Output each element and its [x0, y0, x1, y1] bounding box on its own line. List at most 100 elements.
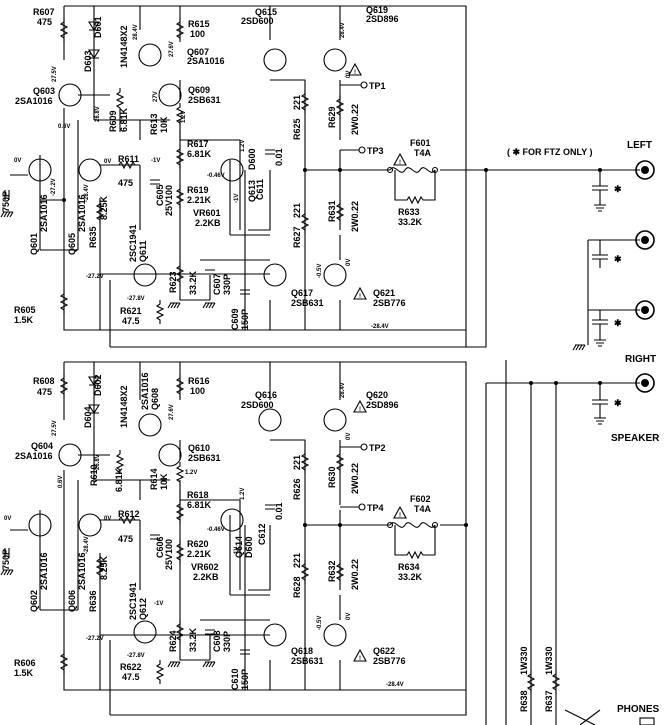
- c611-value: 0.01: [274, 148, 284, 166]
- label-right: RIGHT: [625, 354, 656, 365]
- c610-name: C610: [230, 668, 240, 690]
- r634-name: R634: [398, 562, 420, 572]
- f601-value: T4A: [414, 148, 432, 158]
- r635-name: R635: [88, 226, 98, 248]
- r632-name: R632: [327, 560, 337, 582]
- q619-type: 2SD896: [366, 14, 399, 24]
- r624-value: 33.2K: [188, 627, 198, 652]
- svg-text:-1V: -1V: [154, 601, 163, 607]
- svg-text:-27.2V: -27.2V: [86, 274, 104, 280]
- r608-name: R608: [33, 376, 55, 386]
- q601-name: Q601: [29, 233, 39, 255]
- q622-type: 2SB776: [373, 656, 406, 666]
- r618-value: 6.81K: [187, 500, 212, 510]
- r619-name: R619: [187, 185, 209, 195]
- vr602-name: VR602: [191, 562, 219, 572]
- r612-value: 475: [118, 534, 133, 544]
- r616-value: 100: [190, 386, 205, 396]
- f602-name: F602: [410, 494, 431, 504]
- svg-text:28.4V: 28.4V: [133, 24, 139, 40]
- d600-top: D600: [247, 148, 257, 170]
- r615-value: 100: [190, 29, 205, 39]
- d602: D602: [93, 374, 103, 396]
- c609-name: C609: [230, 308, 240, 330]
- r633-name: R633: [398, 207, 420, 217]
- svg-text:-28.4V: -28.4V: [84, 184, 90, 202]
- q602-type: 2SA1016: [39, 552, 49, 590]
- r636-value: 8.25K: [99, 555, 109, 580]
- bottom-labels: R608 475 D602 D604 1N4148X2 2SA1016 Q608…: [1, 372, 554, 712]
- label-tp2: TP2: [369, 443, 386, 453]
- svg-text:-1V: -1V: [151, 158, 160, 164]
- svg-text:-27.8V: -27.8V: [127, 296, 145, 302]
- q620-name: Q620: [366, 390, 388, 400]
- r627-value: 221: [292, 203, 302, 218]
- c607-value: 330P: [222, 274, 232, 295]
- c611-name: C611: [255, 179, 265, 200]
- c-in-bottom: 750P: [1, 549, 11, 570]
- r630-name: R630: [327, 466, 337, 488]
- jack-left[interactable]: [635, 160, 655, 180]
- c607-name: C607: [212, 273, 222, 295]
- vr601-name: VR601: [193, 208, 221, 218]
- svg-text:0V: 0V: [346, 259, 352, 266]
- svg-text:!: !: [359, 294, 361, 300]
- r636-name: R636: [88, 590, 98, 612]
- q604-type: 2SA1016: [15, 451, 53, 461]
- r614-name: R614: [149, 468, 159, 490]
- q616-name: Q616: [255, 390, 277, 400]
- c608-value: 330P: [222, 631, 232, 652]
- r630-value: 2W0.22: [350, 463, 360, 494]
- svg-text:-28.4V: -28.4V: [371, 324, 389, 330]
- f601-name: F601: [410, 138, 431, 148]
- r612-name: R612: [118, 509, 140, 519]
- r608-value: 475: [37, 387, 52, 397]
- jack-right-1[interactable]: [635, 230, 655, 250]
- q607-type: 2SA1016: [187, 56, 225, 66]
- svg-text:-0.46V: -0.46V: [207, 173, 225, 179]
- svg-text:-1V: -1V: [234, 547, 240, 556]
- r622-value: 47.5: [122, 672, 140, 682]
- svg-text:-27.2V: -27.2V: [51, 178, 57, 196]
- q606-type: 2SA1016: [77, 552, 87, 590]
- r611-name: R611: [118, 154, 139, 164]
- junction-dots: [62, 168, 602, 527]
- ftz-mark-4: ✱: [614, 398, 622, 408]
- r624-name: R624: [168, 630, 178, 652]
- q613: Q613: [247, 180, 257, 202]
- svg-text:1.2V: 1.2V: [181, 111, 187, 123]
- bottom-transistors: [28, 408, 347, 647]
- r614-value: 10K: [159, 473, 169, 490]
- top-labels: R607 475 D601 D603 1N4148X2 R615 100 Q60…: [1, 5, 432, 330]
- r625-value: 221: [292, 95, 302, 110]
- q622-name: Q622: [373, 646, 395, 656]
- r638-name: R638: [519, 690, 529, 712]
- r631-value: 2W0.22: [350, 201, 360, 232]
- jack-right-speaker[interactable]: [635, 373, 655, 393]
- q610-type: 2SB631: [188, 453, 221, 463]
- r628-name: R628: [292, 576, 302, 598]
- q608-type: 2SA1016: [140, 372, 150, 410]
- jack-right-2[interactable]: [635, 300, 655, 320]
- phones-jack[interactable]: [639, 717, 655, 725]
- q621-name: Q621: [373, 288, 395, 298]
- r607-name: R607: [33, 7, 55, 17]
- svg-text:0V: 0V: [104, 159, 111, 165]
- r626-value: 221: [292, 455, 302, 470]
- d600-bottom: D600: [244, 536, 254, 558]
- svg-text:!: !: [359, 407, 361, 413]
- r611-value: 475: [118, 178, 133, 188]
- r609-name: R609: [108, 110, 118, 132]
- svg-text:!: !: [359, 656, 361, 662]
- top-transistors: [28, 43, 347, 287]
- r610-value: 6.81K: [114, 467, 124, 492]
- q609-type: 2SB631: [188, 95, 221, 105]
- svg-text:28.4V: 28.4V: [340, 382, 346, 398]
- c609-value: 150P: [240, 309, 250, 330]
- ftz-mark-2: ✱: [614, 254, 622, 264]
- q605-type: 2SA1016: [77, 194, 87, 232]
- svg-text:0V: 0V: [346, 613, 352, 620]
- q615-name: Q615: [255, 7, 277, 17]
- r621-name: R621: [120, 306, 142, 316]
